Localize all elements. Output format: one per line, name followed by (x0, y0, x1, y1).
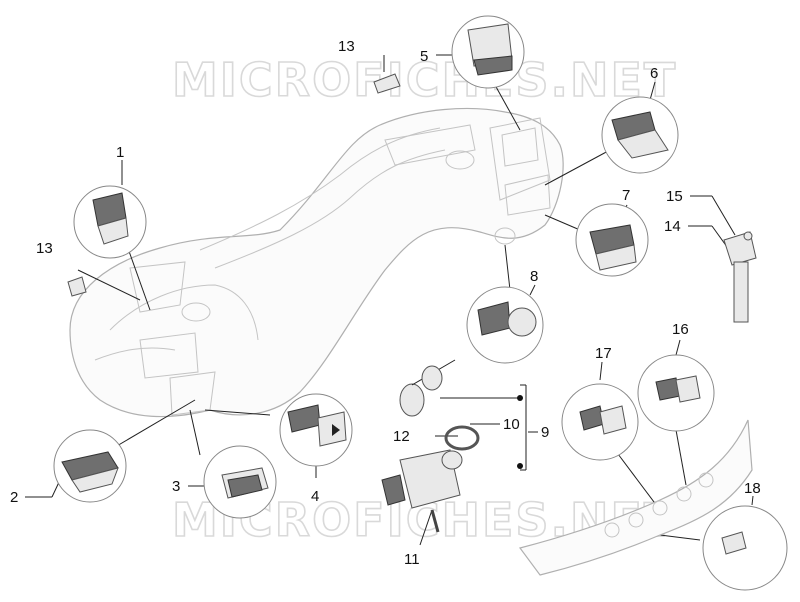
part-1-switch (92, 192, 129, 245)
part-3-switch (221, 467, 269, 499)
callout-1: 1 (116, 144, 124, 161)
handlebar-cover (69, 107, 564, 418)
part-6-switch (611, 111, 669, 159)
part-13-bulb-b (67, 276, 87, 297)
part-2-switch (61, 451, 119, 493)
callout-13-top: 13 (338, 38, 355, 55)
callout-18: 18 (744, 480, 761, 497)
callout-4: 4 (311, 488, 319, 505)
callout-2: 2 (10, 489, 18, 506)
callout-12: 12 (393, 428, 410, 445)
callout-10: 10 (503, 416, 520, 433)
part-11-screw (430, 509, 440, 533)
dot-9-upper (517, 395, 523, 401)
callout-15: 15 (666, 188, 683, 205)
part-13-bulb-a (373, 73, 401, 94)
part-18-screw (721, 531, 747, 555)
lower-panel (518, 419, 753, 576)
watermark-top: MICROFICHES.NET (172, 53, 677, 107)
callout-14: 14 (664, 218, 681, 235)
callout-8: 8 (530, 268, 538, 285)
part-14-15-stud (723, 231, 757, 323)
callout-3: 3 (172, 478, 180, 495)
callout-7: 7 (622, 187, 630, 204)
callout-9: 9 (541, 424, 549, 441)
callout-13-left: 13 (36, 240, 53, 257)
part-12-ring (444, 425, 480, 451)
part-5-cover (467, 23, 513, 76)
callout-11: 11 (404, 551, 420, 568)
callout-16: 16 (672, 321, 689, 338)
callout-5: 5 (420, 48, 428, 65)
callout-17: 17 (595, 345, 612, 362)
part-7-switch (589, 224, 637, 271)
part-17-switch (579, 405, 627, 435)
part-9-10-keys (399, 359, 456, 417)
part-16-switch (655, 375, 701, 403)
part-8-switch (477, 301, 537, 337)
part-ignition-lock (381, 449, 463, 509)
callout-6: 6 (650, 65, 658, 82)
callout-numbers: 1 2 3 4 5 6 7 8 9 10 11 12 13 13 14 15 1… (10, 38, 761, 568)
part-4-switch (287, 404, 347, 447)
dot-9-lower (517, 463, 523, 469)
